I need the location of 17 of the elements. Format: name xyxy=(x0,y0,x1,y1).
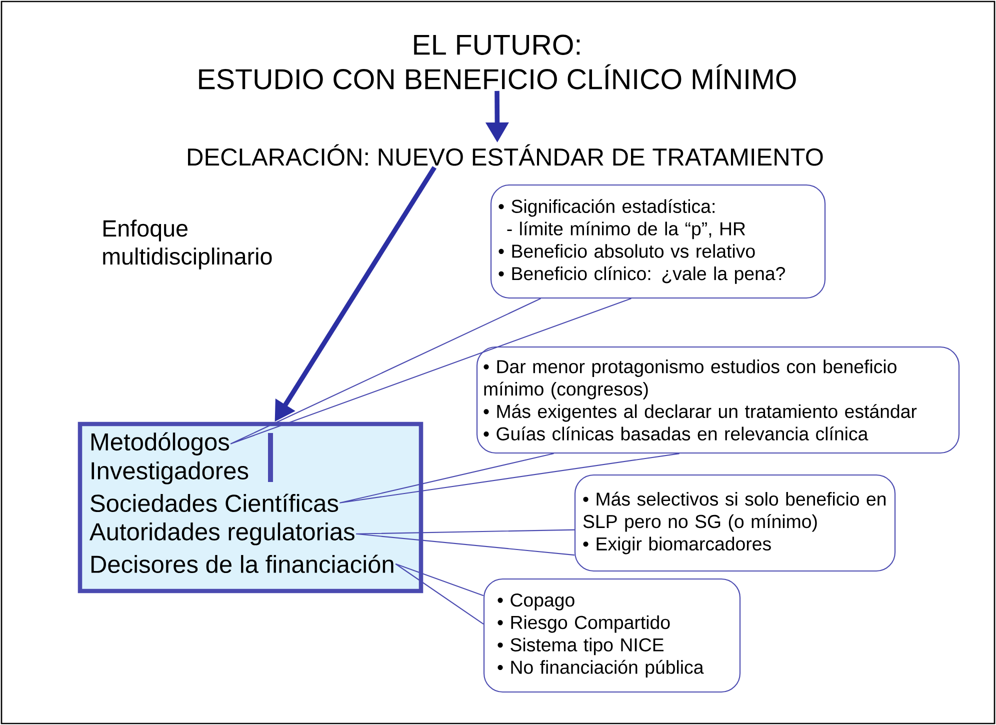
callout-pointer xyxy=(339,453,680,504)
callout-box: • Significación estadística: - límite mínimo de la “p”, HR • Beneficio absoluto vs relativo • Beneficio clínico: ¿vale la pena? xyxy=(490,184,826,299)
list-item: Metodólogos xyxy=(91,432,230,456)
callout-box: • Dar menor protagonismo estudios con beneficio mínimo (congresos) • Más exigentes al declarar un tratamiento estándar • Guías clínicas basadas en relevancia clínica xyxy=(476,346,960,454)
callout-pointer xyxy=(230,298,632,444)
callout-pointer xyxy=(355,529,575,556)
callout-box: • Copago • Riesgo Compartido • Sistema tipo NICE • No financiación pública xyxy=(483,578,741,693)
list-item: Investigadores xyxy=(92,461,248,484)
list-box xyxy=(78,422,424,594)
callout-box: • Más selectivos si solo beneficio en SLP pero no SG (o mínimo) • Exigir biomarcadores xyxy=(574,474,896,572)
list-item: Autoridades regulatorias xyxy=(90,522,354,546)
side-label: Enfoque multidisciplinario xyxy=(103,220,272,270)
heading: EL FUTURO: ESTUDIO CON BENEFICIO CLÍNICO MÍNIMO xyxy=(199,34,796,90)
list-item: Decisores de la financiación xyxy=(91,554,394,574)
callout-pointer xyxy=(395,563,484,625)
heading: DECLARACIÓN: NUEVO ESTÁNDAR DE TRATAMIENTO xyxy=(188,144,823,166)
list-item: Sociedades Científicas xyxy=(90,494,338,512)
